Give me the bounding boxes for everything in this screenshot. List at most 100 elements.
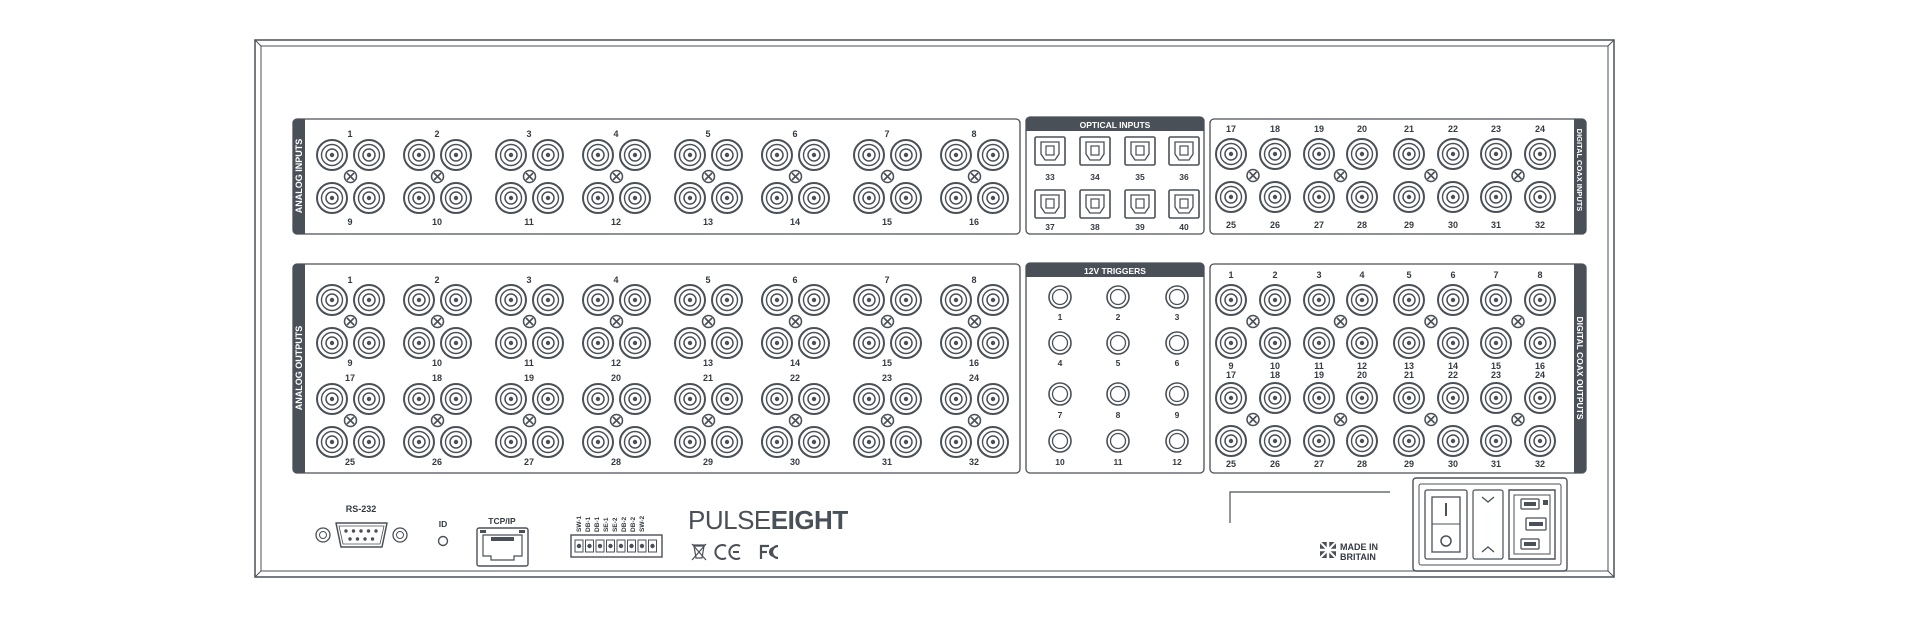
rca-jack[interactable] — [495, 383, 527, 415]
rca-jack[interactable] — [977, 284, 1009, 316]
trigger-jack-icon[interactable] — [1106, 429, 1130, 453]
rca-jack[interactable] — [495, 139, 527, 171]
rca-jack[interactable] — [761, 139, 793, 171]
optical-port-icon[interactable] — [1034, 189, 1066, 219]
rca-jack[interactable] — [403, 426, 435, 458]
rca-jack[interactable] — [1524, 382, 1556, 414]
rca-jack[interactable] — [798, 182, 830, 214]
rca-jack[interactable] — [798, 426, 830, 458]
rca-jack[interactable] — [1480, 327, 1512, 359]
rca-jack[interactable] — [1437, 181, 1469, 213]
rca-jack[interactable] — [582, 139, 614, 171]
tcpip-port[interactable]: TCP/IP — [476, 516, 529, 567]
rca-jack[interactable] — [674, 426, 706, 458]
rca-jack[interactable] — [1480, 138, 1512, 170]
rca-jack[interactable] — [532, 284, 564, 316]
rca-jack[interactable] — [1393, 138, 1425, 170]
rca-jack[interactable] — [619, 383, 651, 415]
rca-jack[interactable] — [353, 284, 385, 316]
trigger-jack-icon[interactable] — [1048, 382, 1072, 406]
trigger-jack-icon[interactable] — [1106, 285, 1130, 309]
rca-jack[interactable] — [582, 383, 614, 415]
rca-jack[interactable] — [316, 426, 348, 458]
rca-jack[interactable] — [853, 182, 885, 214]
rca-jack[interactable] — [711, 182, 743, 214]
rca-jack[interactable] — [440, 327, 472, 359]
rca-jack[interactable] — [761, 383, 793, 415]
id-button[interactable]: ID — [437, 519, 449, 547]
fuse-holder[interactable] — [1472, 489, 1504, 560]
optical-port-icon[interactable] — [1168, 136, 1200, 166]
trigger-jack-icon[interactable] — [1165, 382, 1189, 406]
rca-jack[interactable] — [1215, 327, 1247, 359]
rca-jack[interactable] — [890, 383, 922, 415]
rca-jack[interactable] — [674, 139, 706, 171]
rca-jack[interactable] — [1480, 425, 1512, 457]
rca-jack[interactable] — [798, 383, 830, 415]
rca-jack[interactable] — [1259, 327, 1291, 359]
rca-jack[interactable] — [711, 139, 743, 171]
rca-jack[interactable] — [619, 327, 651, 359]
rca-jack[interactable] — [761, 284, 793, 316]
rca-jack[interactable] — [1215, 382, 1247, 414]
rca-jack[interactable] — [1480, 284, 1512, 316]
trigger-jack-icon[interactable] — [1106, 331, 1130, 355]
rca-jack[interactable] — [495, 284, 527, 316]
rca-jack[interactable] — [619, 139, 651, 171]
rca-jack[interactable] — [532, 139, 564, 171]
rca-jack[interactable] — [674, 182, 706, 214]
rca-jack[interactable] — [1303, 382, 1335, 414]
rca-jack[interactable] — [582, 182, 614, 214]
rca-jack[interactable] — [711, 327, 743, 359]
rca-jack[interactable] — [977, 139, 1009, 171]
trigger-jack-icon[interactable] — [1048, 429, 1072, 453]
rca-jack[interactable] — [1437, 284, 1469, 316]
rca-jack[interactable] — [1393, 425, 1425, 457]
rca-jack[interactable] — [619, 426, 651, 458]
rca-jack[interactable] — [1346, 181, 1378, 213]
rca-jack[interactable] — [853, 139, 885, 171]
rca-jack[interactable] — [532, 327, 564, 359]
trigger-jack-icon[interactable] — [1048, 285, 1072, 309]
rca-jack[interactable] — [316, 383, 348, 415]
rca-jack[interactable] — [940, 327, 972, 359]
rca-jack[interactable] — [890, 327, 922, 359]
rca-jack[interactable] — [316, 284, 348, 316]
rca-jack[interactable] — [1303, 425, 1335, 457]
power-switch[interactable] — [1424, 489, 1468, 560]
rca-jack[interactable] — [798, 139, 830, 171]
rca-jack[interactable] — [440, 383, 472, 415]
rca-jack[interactable] — [890, 139, 922, 171]
rca-jack[interactable] — [1215, 181, 1247, 213]
rca-jack[interactable] — [1346, 138, 1378, 170]
optical-port-icon[interactable] — [1079, 189, 1111, 219]
rca-jack[interactable] — [940, 139, 972, 171]
rca-jack[interactable] — [1524, 284, 1556, 316]
rs232-port[interactable]: RS-232 — [315, 504, 408, 548]
rca-jack[interactable] — [977, 182, 1009, 214]
rca-jack[interactable] — [403, 284, 435, 316]
rca-jack[interactable] — [440, 182, 472, 214]
rca-jack[interactable] — [532, 383, 564, 415]
rca-jack[interactable] — [1393, 382, 1425, 414]
rca-jack[interactable] — [440, 284, 472, 316]
trigger-jack-icon[interactable] — [1048, 331, 1072, 355]
rca-jack[interactable] — [1215, 425, 1247, 457]
rca-jack[interactable] — [316, 327, 348, 359]
rca-jack[interactable] — [1259, 425, 1291, 457]
optical-port-icon[interactable] — [1168, 189, 1200, 219]
rca-jack[interactable] — [1393, 327, 1425, 359]
rca-jack[interactable] — [1437, 425, 1469, 457]
rca-jack[interactable] — [1524, 138, 1556, 170]
rca-jack[interactable] — [711, 383, 743, 415]
rca-jack[interactable] — [1303, 327, 1335, 359]
rca-jack[interactable] — [674, 383, 706, 415]
rca-jack[interactable] — [440, 426, 472, 458]
rca-jack[interactable] — [1346, 425, 1378, 457]
rca-jack[interactable] — [1393, 181, 1425, 213]
rca-jack[interactable] — [353, 426, 385, 458]
rca-jack[interactable] — [353, 327, 385, 359]
rca-jack[interactable] — [403, 139, 435, 171]
rca-jack[interactable] — [1437, 382, 1469, 414]
rca-jack[interactable] — [353, 383, 385, 415]
